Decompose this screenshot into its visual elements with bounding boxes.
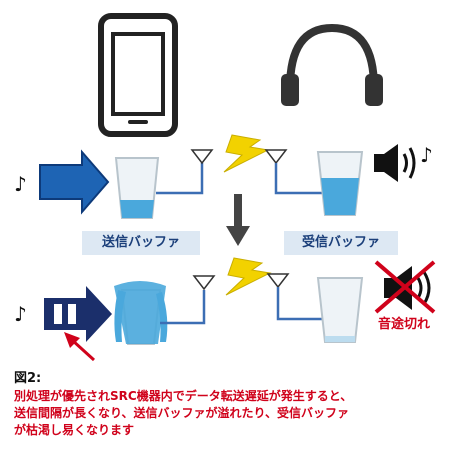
caption-title: 図2: bbox=[14, 371, 42, 386]
speaker-icon bbox=[374, 144, 416, 182]
lightning-icon bbox=[225, 257, 272, 296]
red-pointer-arrow bbox=[64, 332, 96, 362]
delayed-input-arrow bbox=[44, 286, 112, 342]
sound-cut-label: 音途切れ bbox=[378, 317, 431, 332]
smartphone-icon bbox=[98, 13, 178, 137]
recv-antenna-icon bbox=[264, 149, 288, 165]
recv-wire bbox=[276, 287, 322, 321]
send-buffer-label: 送信バッファ bbox=[82, 231, 200, 255]
down-arrow-icon bbox=[226, 194, 250, 246]
recv-buffer-empty-glass bbox=[316, 277, 364, 343]
muted-speaker-icon bbox=[374, 260, 436, 314]
send-buffer-glass bbox=[114, 157, 160, 219]
recv-buffer-label: 受信バッファ bbox=[284, 231, 398, 255]
caption-body: 別処理が優先されSRC機器内でデータ転送遅延が発生すると、 送信間隔が長くなり、… bbox=[14, 389, 353, 437]
figure-caption: 図2: 別処理が優先されSRC機器内でデータ転送遅延が発生すると、 送信間隔が長… bbox=[14, 370, 466, 439]
recv-antenna-icon bbox=[266, 273, 290, 289]
recv-wire bbox=[274, 163, 322, 195]
send-antenna-icon bbox=[190, 149, 214, 165]
lightning-icon bbox=[223, 134, 270, 173]
send-buffer-overflow-glass bbox=[114, 281, 168, 345]
music-note-icon: ♪ bbox=[14, 302, 27, 326]
send-wire bbox=[156, 163, 204, 195]
music-note-icon: ♪ bbox=[420, 143, 433, 167]
recv-buffer-glass bbox=[316, 151, 364, 216]
send-antenna-icon bbox=[192, 275, 216, 291]
send-wire bbox=[160, 290, 206, 325]
input-arrow bbox=[39, 149, 110, 215]
music-note-icon: ♪ bbox=[14, 172, 27, 196]
headphones-icon bbox=[281, 23, 383, 106]
